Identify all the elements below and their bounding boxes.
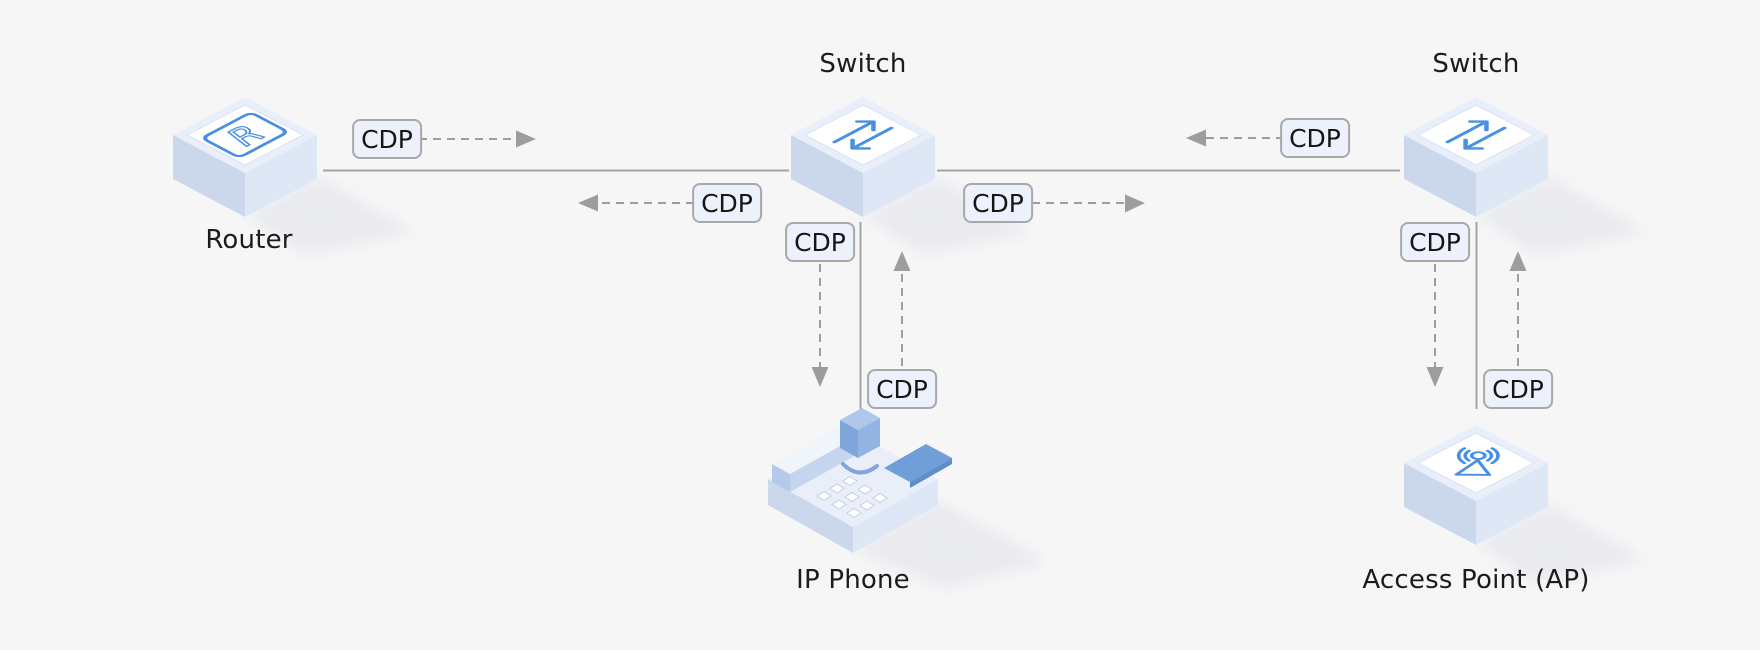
keypad-key (857, 484, 873, 495)
arrowhead-up-icon (1509, 251, 1527, 271)
phone-base-right (853, 479, 938, 553)
connector-lines (323, 169, 1478, 410)
box-left-face (1404, 135, 1476, 217)
device-label-switch-right: Switch (1432, 49, 1520, 79)
keypad-key (816, 490, 832, 502)
keypad-key (831, 499, 847, 510)
wave-arc (1485, 449, 1494, 462)
keypad-key (846, 507, 862, 519)
wave-arc (1490, 447, 1500, 464)
cdp-badge: CDP (352, 119, 422, 159)
box-top-face (1416, 432, 1536, 494)
arrowhead-left-icon (1186, 129, 1206, 147)
device-label-access-point: Access Point (AP) (1362, 565, 1590, 595)
access-point-icon (1404, 425, 1548, 545)
box-right-face (1476, 135, 1548, 217)
switch-arrows-glyph (832, 120, 894, 150)
cdp-arrows (419, 137, 1519, 367)
box-left-face (791, 135, 863, 217)
box-right-face (1476, 463, 1548, 545)
switch-icon (1404, 97, 1548, 217)
screen-edge (910, 458, 952, 488)
switch-right-shadow (1476, 177, 1646, 254)
arrowhead-down-icon (811, 367, 829, 387)
router-icon: R (173, 97, 317, 217)
device-label-ip-phone: IP Phone (796, 565, 910, 595)
cdp-badge: CDP (1400, 222, 1470, 262)
ip-phone-icon (768, 408, 952, 553)
box-right-face (863, 135, 935, 217)
access-point-shadow (1476, 505, 1646, 582)
arrowhead-right-icon (1125, 194, 1145, 213)
phone-base-left (768, 479, 853, 553)
keypad-key (872, 492, 888, 504)
keypad-key (842, 475, 858, 487)
box-right-face (245, 135, 317, 217)
cdp-badge: CDP (1280, 118, 1350, 158)
receiver-side (858, 418, 880, 458)
arrowhead-right-icon (516, 130, 536, 148)
handset-top (772, 426, 858, 474)
receiver-top (840, 408, 880, 430)
antenna-cone (1454, 459, 1492, 476)
antenna-glyph (1454, 447, 1500, 476)
cdp-badge: CDP (867, 369, 937, 409)
cdp-badge: CDP (963, 183, 1033, 223)
keypad-key (829, 483, 845, 494)
device-shadows (245, 177, 1646, 588)
router-shadow (245, 177, 415, 254)
keypad-key (844, 491, 860, 503)
cdp-badge: CDP (1483, 369, 1553, 409)
switch-icon (791, 97, 935, 217)
arrowhead-up-icon (893, 251, 911, 271)
receiver-front (840, 420, 858, 458)
router-glyph-frame (203, 112, 287, 158)
cdp-badge: CDP (785, 222, 855, 262)
device-label-switch-left: Switch (819, 49, 907, 79)
screen (884, 444, 952, 482)
wave-arc (1463, 449, 1471, 462)
cdp-arrowheads (516, 129, 1527, 387)
switch-arrows-glyph (1445, 120, 1507, 150)
arrowhead-down-icon (1426, 367, 1444, 387)
box-top-face (803, 104, 923, 166)
switch-arrow-head (1463, 138, 1485, 150)
arrowhead-left-icon (578, 194, 598, 212)
switch-left-shadow (863, 177, 1033, 254)
switch-arrow-line (1463, 126, 1507, 150)
switch-arrow-head (1467, 120, 1489, 132)
keypad-key (859, 500, 875, 511)
handset-hook (841, 462, 879, 475)
box-left-face (173, 135, 245, 217)
switch-arrow-line (850, 126, 894, 150)
switch-arrow-line (832, 120, 876, 144)
switch-arrow-head (854, 120, 876, 132)
handset-side (772, 464, 790, 492)
box-left-face (1404, 463, 1476, 545)
antenna-tip (1469, 451, 1487, 461)
device-label-router: Router (205, 225, 293, 255)
box-top-face (1416, 104, 1536, 166)
handset-front (790, 436, 858, 492)
cdp-badge: CDP (692, 183, 762, 223)
switch-arrow-line (1445, 120, 1489, 144)
wave-arc (1456, 447, 1467, 464)
switch-arrow-head (850, 138, 872, 150)
keypad (816, 475, 888, 519)
